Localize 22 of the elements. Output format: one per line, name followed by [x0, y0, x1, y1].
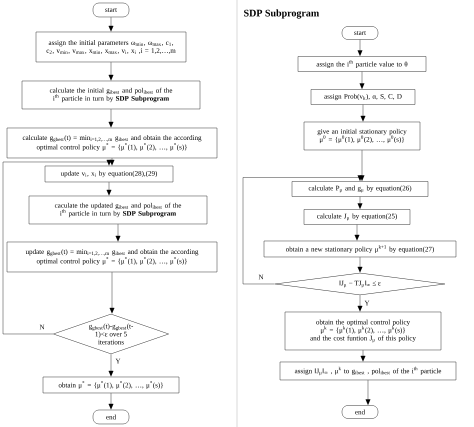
arrow: [108, 109, 114, 128]
arrow: [108, 62, 114, 80]
arrow: [360, 104, 366, 122]
arrow: [2, 160, 112, 334]
arrow: [106, 182, 112, 196]
arrow: [360, 350, 366, 362]
arrow: [116, 224, 120, 242]
arrow: [358, 196, 362, 209]
arrow: [110, 272, 114, 314]
arrow: [108, 17, 114, 32]
arrow: [366, 380, 370, 405]
arrow: [354, 224, 360, 240]
arrow: [358, 39, 362, 56]
arrow: [360, 72, 364, 89]
arrow: [358, 294, 362, 312]
arrow: [108, 354, 114, 376]
arrow: [242, 175, 362, 284]
arrow: [360, 150, 364, 181]
heading: SDP Subprogram: [244, 9, 320, 19]
arrow: [110, 158, 114, 166]
arrow: [108, 392, 114, 410]
arrow: [358, 256, 362, 272]
